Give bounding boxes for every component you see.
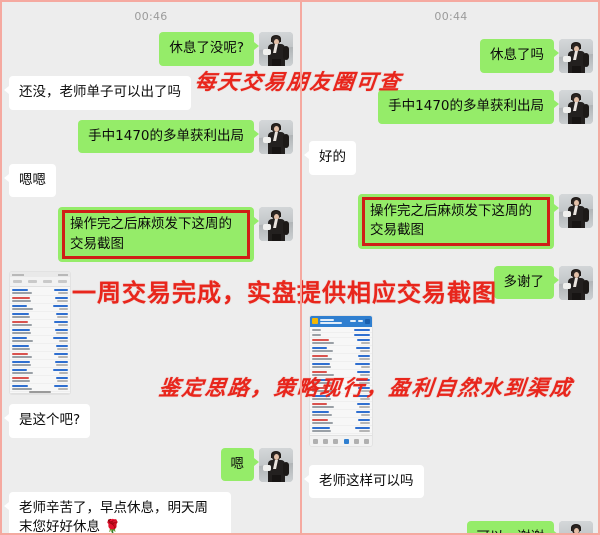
message-row[interactable]: 老师这样可以吗 [302, 451, 598, 504]
avatar[interactable] [559, 265, 593, 300]
trading-order-list-screenshot[interactable] [309, 314, 373, 447]
message-bubble-incoming[interactable]: 老师辛苦了，早点休息，明天周末您好好休息 🌹 [4, 491, 231, 533]
message-row[interactable]: 嗯嗯 [2, 159, 300, 203]
message-bubble-outgoing[interactable]: 操作完之后麻烦发下这周的交易截图 [58, 207, 259, 263]
message-bubble-outgoing[interactable]: 休息了吗 [480, 39, 559, 73]
panel-divider [300, 2, 302, 533]
red-highlight-box: 操作完之后麻烦发下这周的交易截图 [362, 196, 550, 246]
message-row[interactable]: 嗯 [2, 443, 300, 487]
avatar[interactable] [259, 119, 293, 154]
chat-panel-left: 00:46 休息了没呢? 还没，老师单子可以出了吗 手中1470的多单获利出局 [2, 2, 300, 533]
avatar[interactable] [259, 207, 293, 242]
message-bubble-incoming[interactable]: 嗯嗯 [4, 163, 56, 198]
message-bubble-outgoing[interactable]: 休息了没呢? [159, 32, 259, 66]
message-bubble-outgoing[interactable]: 嗯 [220, 447, 259, 482]
message-bubble-outgoing[interactable]: 手中1470的多单获利出局 [78, 119, 259, 154]
avatar[interactable] [559, 39, 593, 73]
message-row[interactable]: 手中1470的多单获利出局 [2, 115, 300, 159]
message-bubble-outgoing[interactable]: 操作完之后麻烦发下这周的交易截图 [358, 193, 559, 249]
message-bubble-incoming[interactable]: 是这个吧? [3, 404, 91, 438]
message-bubble-outgoing[interactable]: 手中1470的多单获利出局 [378, 90, 559, 124]
avatar[interactable] [259, 447, 293, 482]
message-row[interactable]: 是这个吧? [2, 399, 300, 443]
chat-timestamp-right: 00:44 [434, 10, 468, 23]
chat-panel-right: 00:44 休息了吗 手中1470的多单获利出局 好的 [302, 2, 598, 533]
avatar[interactable] [559, 90, 593, 124]
message-row[interactable]: 还没，老师单子可以出了吗 [2, 71, 300, 115]
message-row-highlighted[interactable]: 操作完之后麻烦发下这周的交易截图 [302, 180, 598, 254]
message-row[interactable]: 多谢了 [302, 254, 598, 305]
message-row-highlighted[interactable]: 操作完之后麻烦发下这周的交易截图 [2, 202, 300, 267]
avatar[interactable] [559, 193, 593, 228]
app-logo-icon [312, 318, 318, 325]
message-row[interactable]: 老师辛苦了，早点休息，明天周末您好好休息 🌹 [2, 487, 300, 533]
message-row[interactable] [2, 267, 300, 399]
message-bubble-incoming[interactable]: 还没，老师单子可以出了吗 [4, 76, 191, 110]
avatar[interactable] [259, 32, 293, 66]
message-bubble-incoming[interactable]: 老师这样可以吗 [304, 464, 424, 499]
avatar[interactable] [559, 521, 593, 533]
message-row[interactable]: 休息了吗 [302, 27, 598, 78]
message-row[interactable] [302, 305, 598, 451]
message-bubble-outgoing[interactable]: 多谢了 [493, 265, 559, 300]
message-bubble-incoming[interactable]: 好的 [304, 141, 356, 175]
red-highlight-box: 操作完之后麻烦发下这周的交易截图 [62, 210, 250, 260]
message-row[interactable]: 休息了没呢? [2, 27, 300, 71]
trading-order-list-screenshot[interactable] [9, 271, 71, 396]
message-row[interactable]: 手中1470的多单获利出局 [302, 78, 598, 129]
message-row[interactable]: 好的 [302, 129, 598, 180]
message-row[interactable]: 可以，谢谢 [302, 503, 598, 533]
message-bubble-outgoing[interactable]: 可以，谢谢 [466, 521, 559, 533]
chat-timestamp-left: 00:46 [134, 10, 168, 23]
